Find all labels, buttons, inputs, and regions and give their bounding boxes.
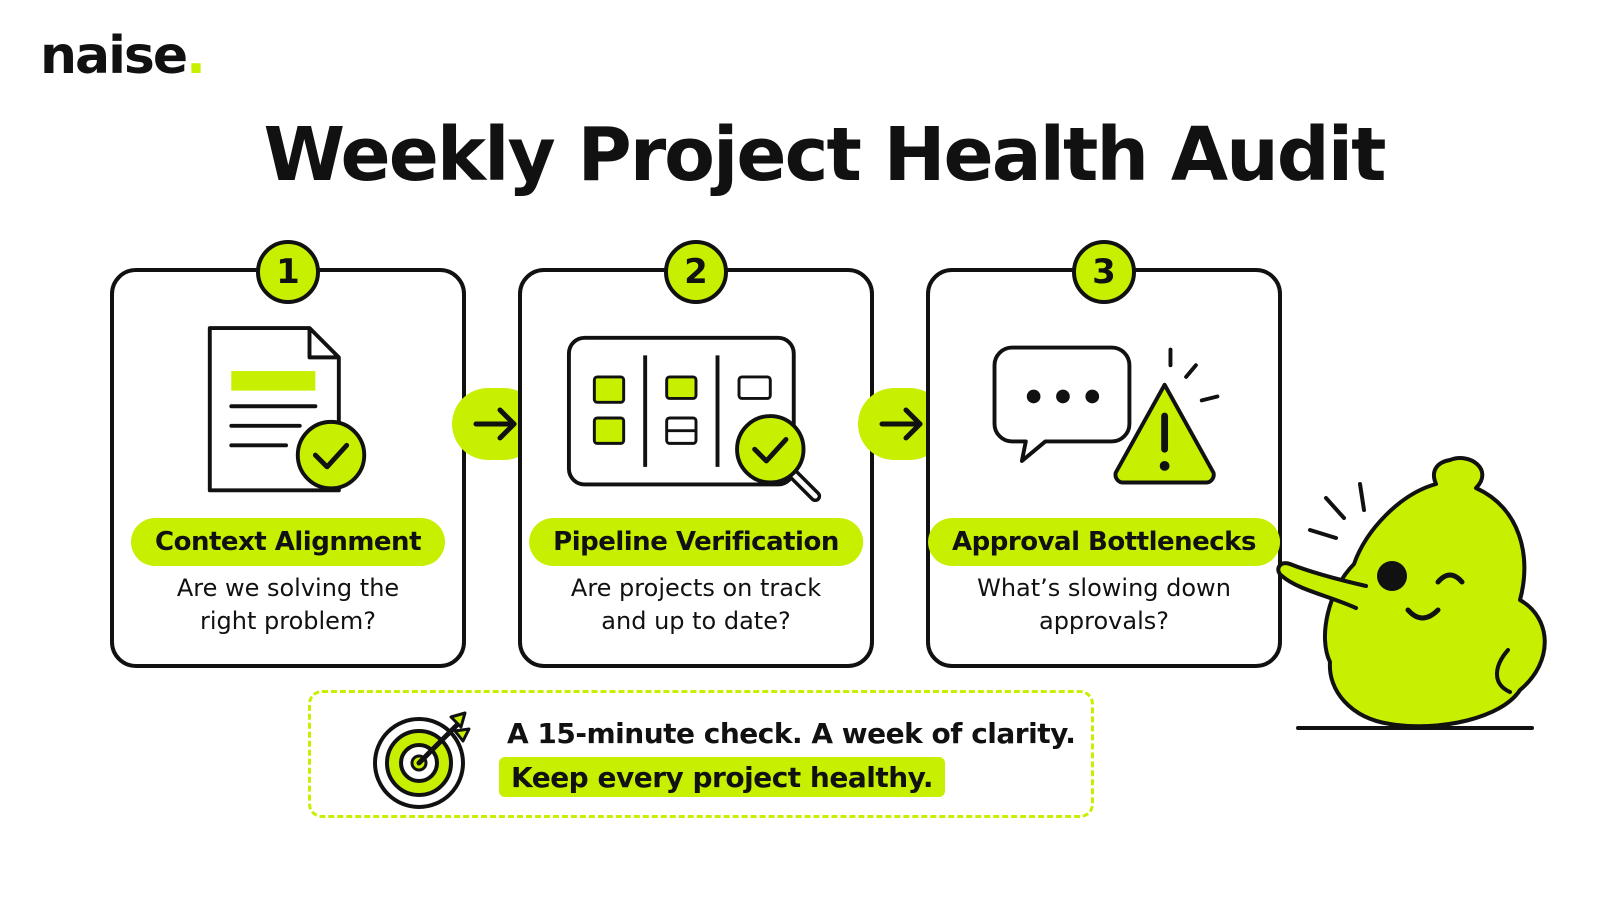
chat-warning-icon	[992, 345, 1220, 485]
brand-dot: .	[186, 26, 206, 86]
arrow-right-icon	[879, 407, 923, 441]
banner-highlight: Keep every project healthy.	[499, 757, 945, 797]
step-number-badge: 1	[256, 240, 320, 304]
step-description-line: right problem?	[199, 607, 377, 635]
step-description: Are we solving the right problem?	[124, 572, 452, 638]
banner-headline: A 15-minute check. A week of clarity.	[507, 717, 1076, 750]
step-card-3: 3 Approval Bottlenecks What’s slowing do…	[926, 240, 1282, 668]
step-description-line: Are projects on track	[570, 574, 822, 602]
page-title: Weekly Project Health Audit	[263, 112, 1387, 198]
brand-logo: naise.	[40, 30, 206, 82]
document-check-icon	[207, 326, 367, 493]
step-description: What’s slowing down approvals?	[940, 572, 1268, 638]
board-magnifier-check-icon	[566, 335, 822, 503]
step-description-line: What’s slowing down	[977, 574, 1231, 602]
step-number-badge: 3	[1072, 240, 1136, 304]
brand-name: naise	[40, 26, 188, 86]
step-title: Context Alignment	[131, 518, 445, 566]
step-title: Approval Bottlenecks	[928, 518, 1280, 566]
step-description-line: Are we solving the	[176, 574, 400, 602]
target-arrow-icon	[373, 711, 471, 809]
summary-banner: A 15-minute check. A week of clarity. Ke…	[308, 690, 1094, 818]
step-card-1: 1 Context Alignment Are we solving the r…	[110, 240, 466, 668]
step-number-badge: 2	[664, 240, 728, 304]
step-description: Are projects on track and up to date?	[532, 572, 860, 638]
arrow-right-icon	[473, 407, 517, 441]
step-title: Pipeline Verification	[529, 518, 863, 566]
step-description-line: approvals?	[1038, 607, 1170, 635]
step-description-line: and up to date?	[601, 607, 791, 635]
mascot-pointing-icon	[1276, 456, 1547, 730]
step-card-2: 2 Pipeline Verification Are projects on …	[518, 240, 874, 668]
